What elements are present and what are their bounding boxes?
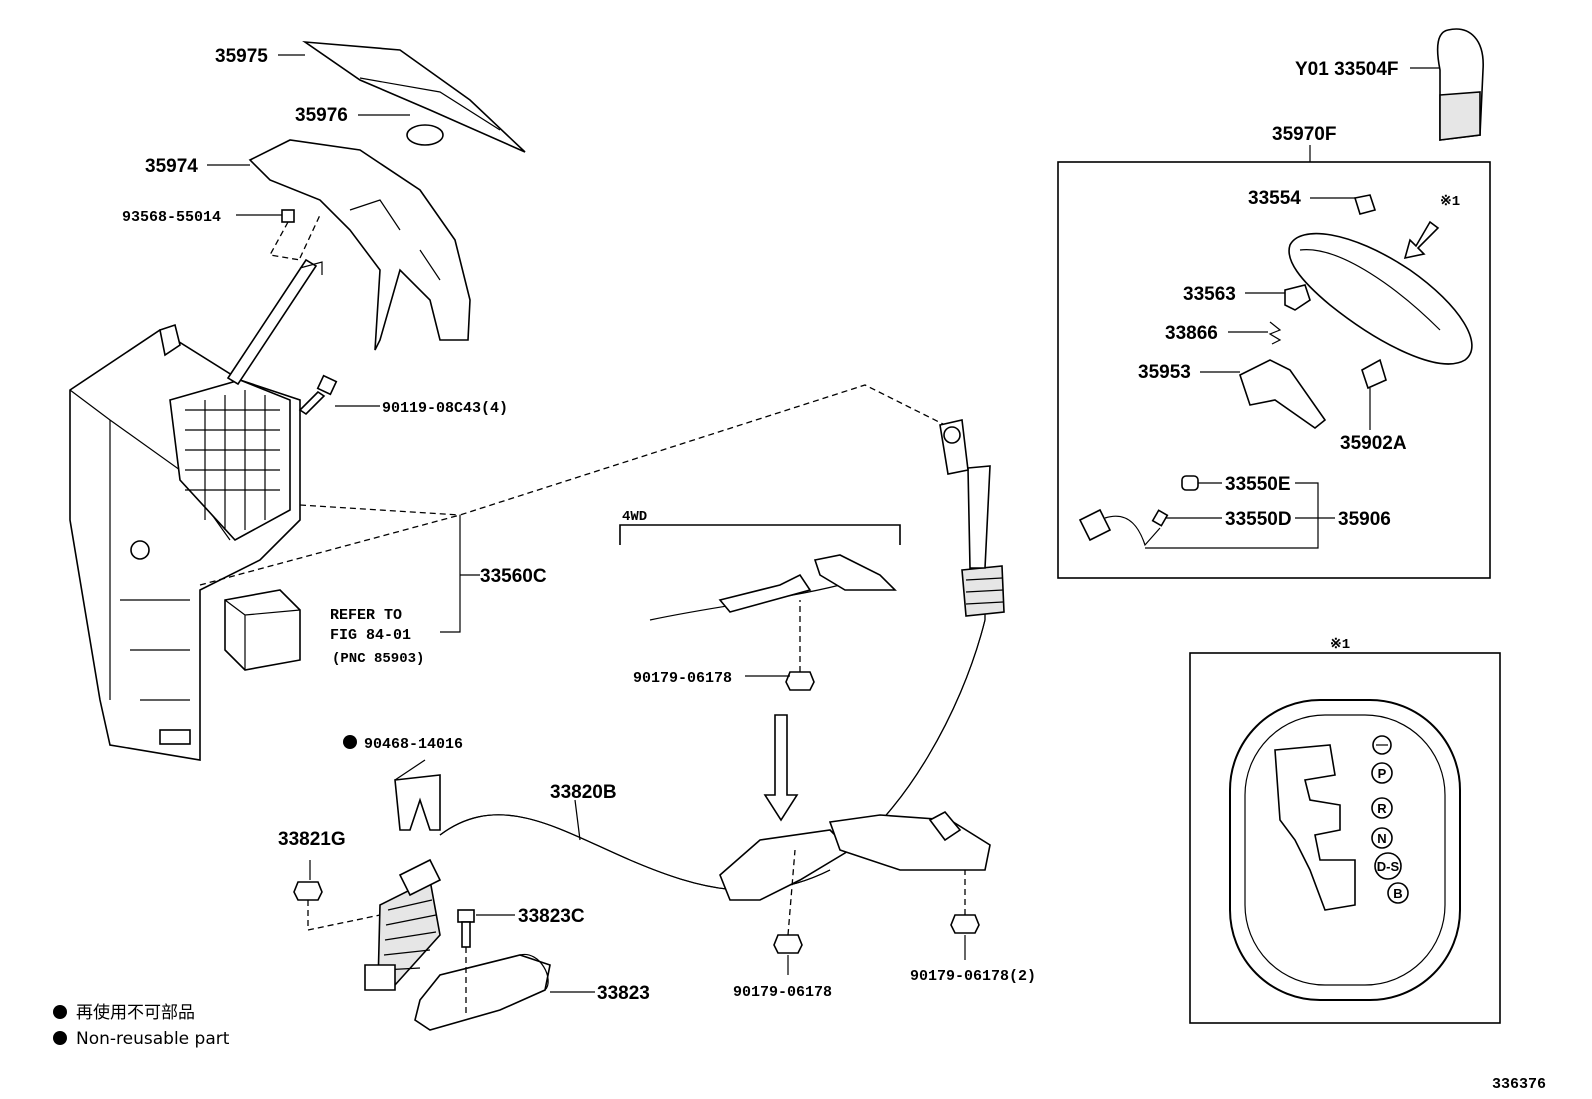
callout-90179-06178-b: 90179-06178 xyxy=(733,984,832,1001)
gate-circle-b xyxy=(1387,882,1409,904)
spring-33866 xyxy=(1268,321,1282,345)
gate-position-labels: P RN D-S B xyxy=(1371,762,1409,904)
note-marker-1-detail: ※1 xyxy=(1330,637,1350,653)
gate-circle-n xyxy=(1371,827,1393,849)
legend-dot-2 xyxy=(53,1031,67,1045)
non-reusable-dot xyxy=(343,735,357,749)
callout-33823C: 33823C xyxy=(518,906,585,927)
gate-circle-p xyxy=(1371,762,1393,784)
part-33554 xyxy=(1353,194,1377,215)
callout-35974: 35974 xyxy=(145,156,198,177)
callout-33550E: 33550E xyxy=(1225,474,1291,495)
gate-label-r: R xyxy=(1377,801,1387,816)
legend-english: Non-reusable part xyxy=(76,1029,230,1049)
bracket-33823 xyxy=(414,953,551,1031)
nut-90179-center xyxy=(773,849,803,954)
gate-detail-box xyxy=(1189,652,1501,1024)
transmission-control-cable xyxy=(364,419,1005,991)
callout-33820B: 33820B xyxy=(550,782,617,803)
callout-33823: 33823 xyxy=(597,983,650,1004)
legend-japanese: 再使用不可部品 xyxy=(76,1002,195,1023)
leader-lines xyxy=(207,54,1440,993)
part-35902A xyxy=(1361,358,1387,390)
nut-90179-right xyxy=(950,870,980,934)
gate-label-d-s: D-S xyxy=(1377,859,1400,874)
clip-90468 xyxy=(394,774,441,831)
shift-gate-detail xyxy=(1229,699,1461,1001)
legend-dot-1 xyxy=(53,1005,67,1019)
gate-label-b: B xyxy=(1393,886,1402,901)
callout-Y01-33504F: Y01 33504F xyxy=(1295,59,1399,80)
indicator-lamp-35976 xyxy=(406,124,444,146)
indicator-plate-35975 xyxy=(302,40,526,153)
refer-line-2: FIG 84-01 xyxy=(330,627,411,644)
bolt-33823C xyxy=(457,909,475,1015)
figure-number: 336376 xyxy=(1492,1076,1546,1093)
callout-35976: 35976 xyxy=(295,105,348,126)
part-33563 xyxy=(1284,284,1311,311)
bolt-93568 xyxy=(268,209,321,261)
part-33550E xyxy=(1181,475,1199,491)
callout-35970F: 35970F xyxy=(1272,124,1336,145)
gate-label-p: P xyxy=(1378,766,1387,781)
shift-knob-33504F xyxy=(1436,28,1484,141)
arrow-note xyxy=(1403,220,1440,260)
refer-line-3: (PNC 85903) xyxy=(332,651,424,667)
indicator-bezel xyxy=(1288,232,1473,365)
callout-33821G: 33821G xyxy=(278,829,346,850)
position-indicator-housing-35974 xyxy=(248,139,471,351)
callout-33866: 33866 xyxy=(1165,323,1218,344)
callout-35906: 35906 xyxy=(1338,509,1391,530)
callout-33554: 33554 xyxy=(1248,188,1301,209)
gate-circle-d-s xyxy=(1374,852,1402,880)
wire-harness-35906 xyxy=(1078,508,1169,547)
gate-label-n: N xyxy=(1377,831,1386,846)
nut-33821G xyxy=(293,881,381,931)
assembly-box-35970F xyxy=(1057,161,1491,579)
callout-35902A: 35902A xyxy=(1340,433,1407,454)
callout-90179-06178-a: 90179-06178 xyxy=(633,670,732,687)
callout-33560C: 33560C xyxy=(480,566,547,587)
shift-lever-rod xyxy=(226,258,323,386)
callout-90179-06178-2: 90179-06178(2) xyxy=(910,968,1036,985)
bolt-90119 xyxy=(298,374,338,416)
part-35953 xyxy=(1239,359,1327,429)
callout-90468-14016: 90468-14016 xyxy=(364,736,463,753)
callout-33563: 33563 xyxy=(1183,284,1236,305)
callout-33550D: 33550D xyxy=(1225,509,1292,530)
detail-4wd xyxy=(619,524,901,822)
shift-lever-housing xyxy=(69,323,301,761)
refer-line-1: REFER TO xyxy=(330,607,402,624)
callout-90119-08C43: 90119-08C43(4) xyxy=(382,400,508,417)
control-unit-85903 xyxy=(224,589,301,671)
gate-circle-r xyxy=(1371,797,1393,819)
callout-35975: 35975 xyxy=(215,46,268,67)
callout-4wd: 4WD xyxy=(622,509,647,525)
note-marker-1: ※1 xyxy=(1440,194,1460,210)
cable-bracket xyxy=(719,810,991,901)
callout-93568-55014: 93568-55014 xyxy=(122,209,221,226)
callout-35953: 35953 xyxy=(1138,362,1191,383)
